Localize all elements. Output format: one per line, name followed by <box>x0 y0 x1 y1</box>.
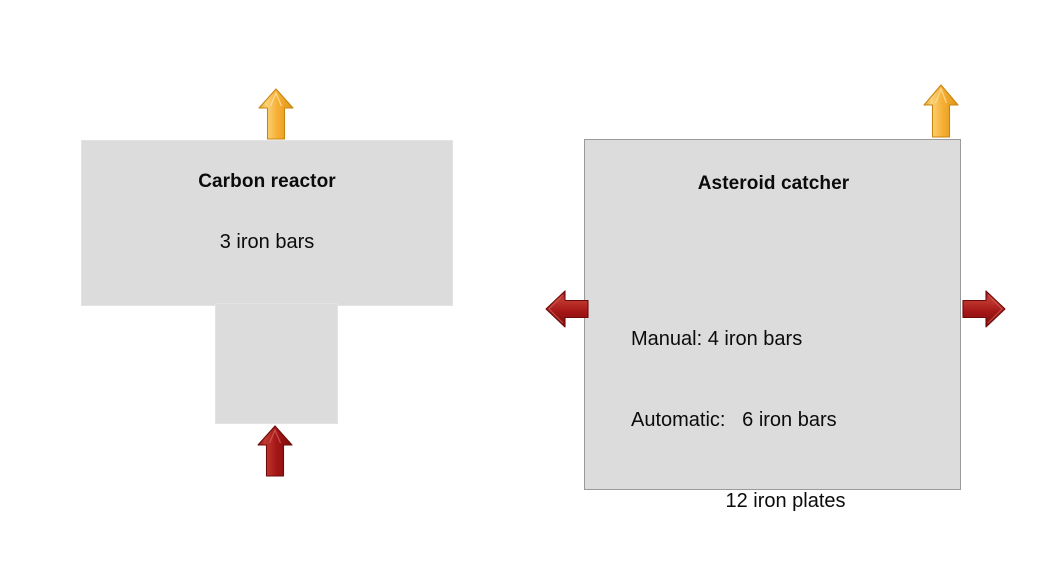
arrow-left-icon <box>545 290 589 328</box>
asteroid-catcher-block[interactable]: Asteroid catcher Manual: 4 iron bars Aut… <box>584 139 961 512</box>
carbon-reactor-amount: 3 iron bars <box>219 231 315 253</box>
asteroid-catcher-line-plates: 12 iron plates <box>631 490 846 512</box>
arrow-up-icon <box>923 84 959 138</box>
carbon-reactor-stem <box>216 304 337 423</box>
carbon-reactor-top-bar <box>82 141 452 305</box>
carbon-reactor-title: Carbon reactor <box>198 171 336 192</box>
asteroid-catcher-title: Asteroid catcher <box>697 173 850 194</box>
arrow-up-icon <box>258 88 294 140</box>
asteroid-catcher-line-automatic: Automatic: 6 iron bars <box>631 409 837 431</box>
arrow-up-icon <box>257 425 293 477</box>
arrow-right-icon <box>962 290 1006 328</box>
asteroid-catcher-line-manual: Manual: 4 iron bars <box>631 328 803 350</box>
asteroid-catcher-details: Manual: 4 iron bars Automatic: 6 iron ba… <box>631 272 846 569</box>
carbon-reactor-block[interactable]: Carbon reactor 3 iron bars <box>82 141 452 423</box>
